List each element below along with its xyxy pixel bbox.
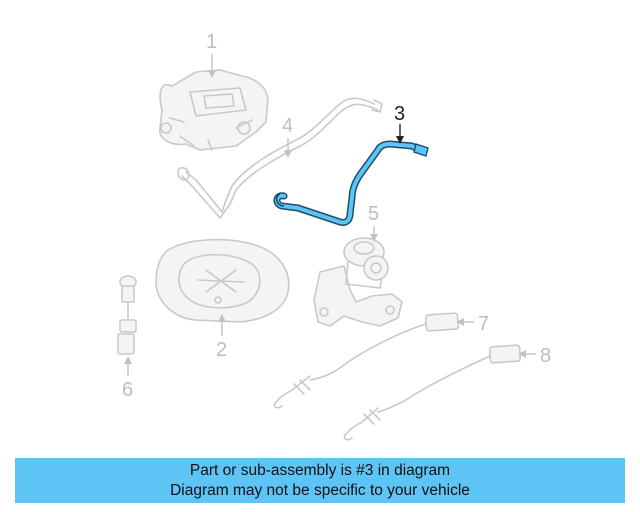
part-1-canister[interactable] xyxy=(159,69,269,151)
callout-5: 5 xyxy=(368,203,379,242)
caption-banner: Part or sub-assembly is #3 in diagram Di… xyxy=(15,458,625,503)
caption-line-1: Part or sub-assembly is #3 in diagram xyxy=(189,462,451,479)
part-5-valve[interactable] xyxy=(313,237,403,327)
caption-line-2: Diagram may not be specific to your vehi… xyxy=(170,482,470,499)
callout-4: 4 xyxy=(282,115,293,158)
part-7-o2-sensor[interactable] xyxy=(273,312,460,409)
callout-label-2: 2 xyxy=(216,339,227,361)
callout-1: 1 xyxy=(206,31,217,78)
callout-8: 8 xyxy=(518,345,551,367)
callout-label-4: 4 xyxy=(282,115,293,137)
callout-label-7: 7 xyxy=(478,313,489,335)
callout-label-1: 1 xyxy=(206,31,217,53)
parts-diagram: 1 2 3 4 5 6 7 8 xyxy=(117,31,551,441)
callout-label-3: 3 xyxy=(394,103,405,125)
callout-7: 7 xyxy=(456,313,489,335)
part-6-sensor[interactable] xyxy=(117,275,137,355)
part-8-o2-sensor[interactable] xyxy=(343,344,522,441)
part-2-shield[interactable] xyxy=(155,238,290,323)
callout-label-5: 5 xyxy=(368,203,379,225)
part-3-hose[interactable] xyxy=(273,140,429,226)
callout-label-8: 8 xyxy=(540,345,551,367)
callout-2: 2 xyxy=(216,314,227,361)
callout-label-6: 6 xyxy=(122,379,133,401)
callout-6: 6 xyxy=(122,356,133,401)
callout-3: 3 xyxy=(394,103,405,144)
part-4-vacuum-line[interactable] xyxy=(177,97,383,219)
